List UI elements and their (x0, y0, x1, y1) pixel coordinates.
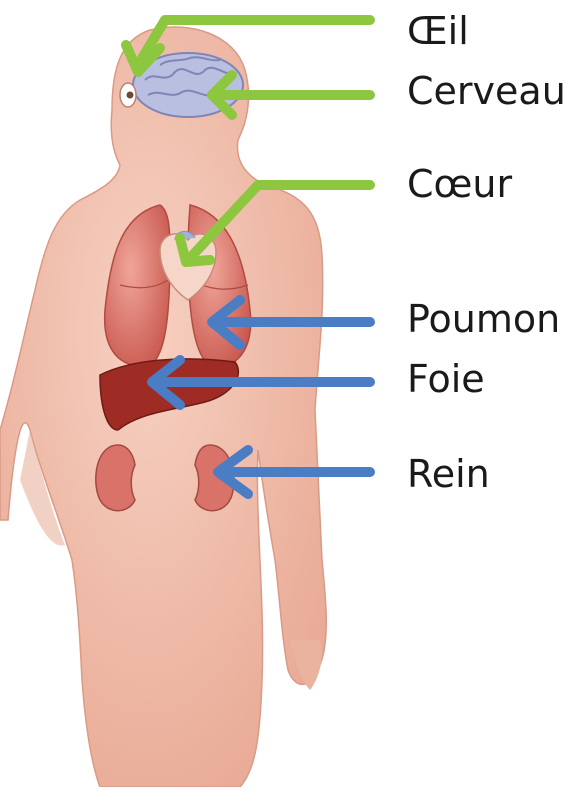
label-oeil: Œil (407, 12, 469, 50)
label-foie: Foie (407, 360, 485, 398)
label-cerveau: Cerveau (407, 72, 566, 110)
label-rein: Rein (407, 455, 490, 493)
eye-icon (120, 83, 136, 107)
label-coeur: Cœur (407, 165, 512, 203)
label-poumon: Poumon (407, 300, 560, 338)
